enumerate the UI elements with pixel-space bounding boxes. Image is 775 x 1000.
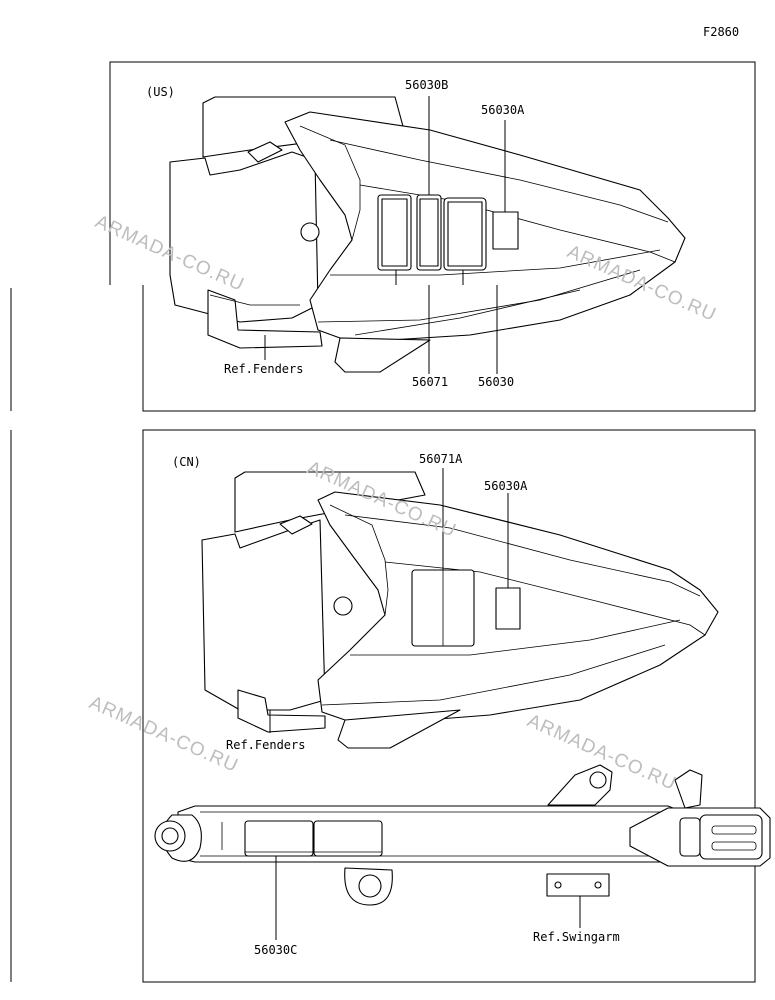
callout-56030b: 56030B [405, 78, 448, 92]
cn-panel: (CN) 56071A 56030A Ref.Fenders [10, 429, 771, 983]
callout-56030a-cn: 56030A [484, 479, 528, 493]
callout-56030c: 56030C [254, 943, 297, 957]
us-region-label: (US) [146, 85, 175, 99]
figure-id: F2860 [703, 25, 739, 39]
callout-56071: 56071 [412, 375, 448, 389]
us-rear-fender [169, 96, 686, 373]
us-panel-frame-bottom [142, 285, 756, 412]
ref-fenders-us: Ref.Fenders [224, 362, 303, 376]
us-panel-frame-top [109, 61, 756, 285]
ref-fenders-cn: Ref.Fenders [226, 738, 305, 752]
ref-swingarm: Ref.Swingarm [533, 930, 620, 944]
callout-56030: 56030 [478, 375, 514, 389]
cn-panel-frame [142, 429, 756, 983]
watermark-4: ARMADA-CO.RU [86, 692, 241, 777]
cn-region-label: (CN) [172, 455, 201, 469]
callout-56071a: 56071A [419, 452, 463, 466]
us-panel: (US) [10, 61, 756, 412]
cn-rear-fender [201, 471, 719, 749]
swingarm [154, 764, 771, 906]
callout-56030a-us: 56030A [481, 103, 525, 117]
